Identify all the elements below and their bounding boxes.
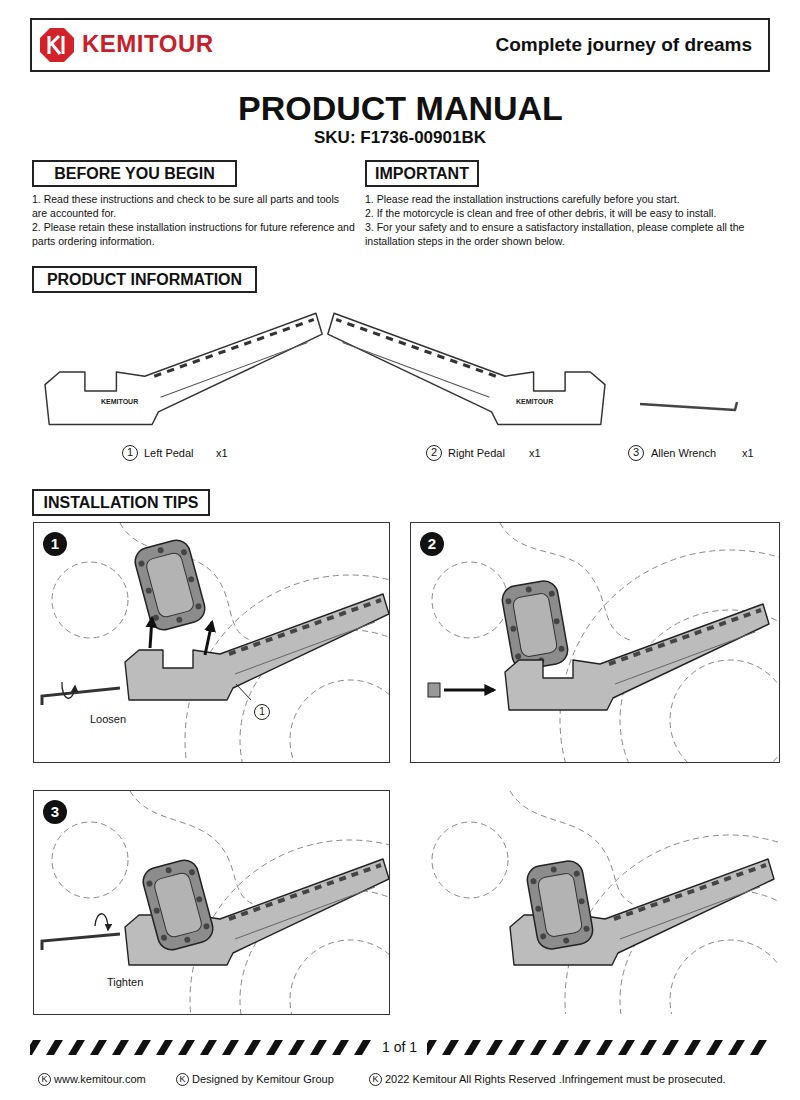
text-column: 1. Please read the installation instruct…: [365, 192, 780, 248]
bike-outline: [52, 523, 389, 762]
bike-outline: [52, 791, 389, 1014]
quantity: x1: [742, 445, 754, 461]
allen-wrench-drawing: [640, 402, 737, 410]
part-logo: KEMITOUR: [100, 397, 139, 406]
right-pedal-drawing: [328, 313, 605, 424]
pedal: [510, 859, 774, 965]
clamp-bolt: [428, 683, 440, 697]
logo-mark: [49, 36, 63, 54]
heading-text: PRODUCT INFORMATION: [47, 270, 242, 290]
part-logo: KEMITOUR: [515, 397, 554, 406]
part-name: Right Pedal: [448, 445, 505, 461]
important-note: 3. For your safety and to ensure a satis…: [365, 220, 780, 248]
step-panel: 1Loosen 1: [33, 522, 390, 763]
step-3-drawing: [42, 791, 389, 1014]
left-pedal-drawing: [45, 313, 322, 424]
action-label: Loosen: [88, 712, 128, 727]
footpeg: [140, 857, 216, 953]
callout-number: 1: [122, 445, 138, 461]
footer-text: www.kemitour.com: [54, 1072, 146, 1087]
allen-wrench: [42, 688, 120, 705]
section-heading: PRODUCT INFORMATION: [32, 266, 257, 293]
section-heading: INSTALLATION TIPS: [32, 489, 210, 516]
bike-outline: [432, 791, 779, 1014]
pedal: [505, 604, 769, 710]
tagline: Complete journey of dreams: [495, 33, 752, 57]
step-number: 3: [43, 800, 67, 824]
fit-arrow: [150, 618, 152, 648]
sku-code: SKU: F1736-00901BK: [314, 128, 486, 148]
page-title: PRODUCT MANUAL: [238, 89, 563, 127]
text-column: 1. Read these instructions and check to …: [32, 192, 357, 248]
step-4-drawing: [432, 791, 779, 1014]
footpeg: [525, 859, 595, 951]
callout-number: 3: [628, 445, 644, 461]
step-number: 1: [43, 532, 67, 556]
allen-wrench: [42, 934, 120, 950]
callout-number: 2: [426, 445, 442, 461]
instruction-note: 1. Read these instructions and check to …: [32, 192, 357, 220]
callout-number: 1: [254, 704, 270, 720]
header-box: KEMITOUR Complete journey of dreams: [30, 18, 770, 72]
quantity: x1: [216, 445, 228, 461]
turn-arrow: [95, 914, 108, 930]
footpeg: [500, 579, 570, 671]
quantity: x1: [529, 445, 541, 461]
heading-text: IMPORTANT: [375, 164, 469, 184]
part-name: Left Pedal: [144, 445, 194, 461]
footer-text: Designed by Kemitour Group: [192, 1072, 334, 1087]
footpeg: [132, 537, 208, 633]
logo-badge: [40, 28, 74, 62]
step-panel: 2: [410, 522, 780, 763]
section-heading: BEFORE YOU BEGIN: [32, 160, 237, 187]
heading-text: INSTALLATION TIPS: [44, 493, 199, 513]
brand-mark: K: [176, 1073, 189, 1086]
brand-name: KEMITOUR: [82, 29, 214, 59]
step-number: 2: [420, 532, 444, 556]
important-note: 2. If the motorcycle is clean and free o…: [365, 206, 780, 220]
pedal: [125, 594, 389, 700]
slide-arrow: [444, 689, 494, 692]
part-name: Allen Wrench: [651, 445, 716, 461]
fit-arrow: [205, 622, 212, 655]
page-number: 1 of 1: [372, 1037, 427, 1057]
bike-outline: [432, 523, 779, 762]
product-parts: [45, 313, 737, 424]
step-1-drawing: [42, 523, 389, 762]
step-panel: 3Tighten: [33, 790, 390, 1015]
section-heading: IMPORTANT: [365, 160, 479, 187]
important-note: 1. Please read the installation instruct…: [365, 192, 780, 206]
turn-arrow: [62, 682, 75, 698]
brand-mark: K: [38, 1073, 51, 1086]
action-label: Tighten: [105, 975, 145, 990]
brand-logo: [40, 28, 74, 62]
leader-line: [236, 684, 251, 700]
instruction-note: 2. Please retain these installation inst…: [32, 220, 357, 248]
step-2-drawing: [428, 523, 779, 762]
footer-text: 2022 Kemitour All Rights Reserved .Infri…: [385, 1072, 726, 1087]
heading-text: BEFORE YOU BEGIN: [54, 164, 215, 184]
brand-mark: K: [369, 1073, 382, 1086]
